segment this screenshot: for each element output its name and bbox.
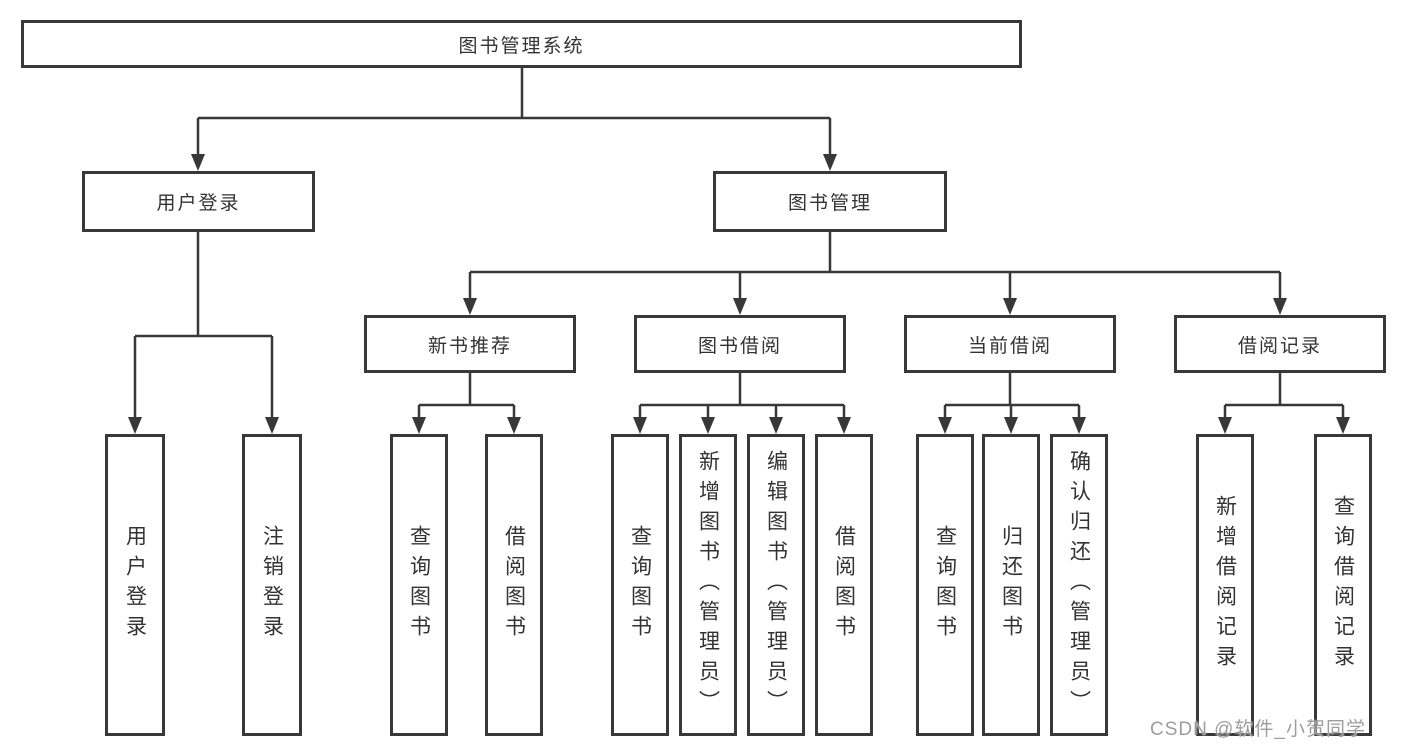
leaf-logout: 注销登录 bbox=[242, 434, 302, 736]
leaf-borrow-borrow-books-label: 借阅图书 bbox=[832, 525, 856, 645]
node-book-borrowing: 图书借阅 bbox=[634, 315, 846, 373]
leaf-user-login-label: 用户登录 bbox=[123, 525, 147, 645]
node-new-book-recommendation: 新书推荐 bbox=[364, 315, 576, 373]
leaf-recommend-borrow-books: 借阅图书 bbox=[485, 434, 543, 736]
node-current-borrowing-label: 当前借阅 bbox=[967, 335, 1052, 357]
node-root-label: 图书管理系统 bbox=[458, 35, 585, 57]
leaf-current-query-books-label: 查询图书 bbox=[933, 525, 957, 645]
node-root: 图书管理系统 bbox=[21, 20, 1022, 68]
leaf-records-add-record: 新增借阅记录 bbox=[1196, 434, 1254, 736]
leaf-current-confirm-return-admin-label: 确认归还（管理员） bbox=[1067, 450, 1091, 720]
leaf-borrow-add-books-admin-label: 新增图书（管理员） bbox=[696, 450, 720, 720]
node-borrowing-records: 借阅记录 bbox=[1174, 315, 1386, 373]
leaf-logout-label: 注销登录 bbox=[260, 525, 284, 645]
arrowheads bbox=[128, 154, 1350, 434]
leaf-records-add-record-label: 新增借阅记录 bbox=[1213, 495, 1237, 675]
leaf-user-login: 用户登录 bbox=[105, 434, 165, 736]
leaf-recommend-query-books-label: 查询图书 bbox=[407, 525, 431, 645]
leaf-borrow-query-books-label: 查询图书 bbox=[628, 525, 652, 645]
node-current-borrowing: 当前借阅 bbox=[904, 315, 1116, 373]
leaf-borrow-edit-books-admin: 编辑图书（管理员） bbox=[747, 434, 805, 736]
node-book-management: 图书管理 bbox=[713, 171, 947, 232]
node-new-book-recommendation-label: 新书推荐 bbox=[427, 335, 512, 357]
leaf-borrow-borrow-books: 借阅图书 bbox=[815, 434, 873, 736]
leaf-current-confirm-return-admin: 确认归还（管理员） bbox=[1050, 434, 1108, 736]
leaf-borrow-query-books: 查询图书 bbox=[611, 434, 669, 736]
leaf-records-query-record: 查询借阅记录 bbox=[1314, 434, 1372, 736]
watermark: CSDN @软件_小贺同学 bbox=[1150, 719, 1366, 740]
leaf-borrow-add-books-admin: 新增图书（管理员） bbox=[679, 434, 737, 736]
leaf-records-query-record-label: 查询借阅记录 bbox=[1331, 495, 1355, 675]
leaf-current-query-books: 查询图书 bbox=[916, 434, 974, 736]
leaf-current-return-books: 归还图书 bbox=[982, 434, 1040, 736]
node-book-borrowing-label: 图书借阅 bbox=[697, 335, 782, 357]
node-borrowing-records-label: 借阅记录 bbox=[1237, 335, 1322, 357]
node-user-login-branch: 用户登录 bbox=[82, 171, 315, 232]
node-book-management-label: 图书管理 bbox=[787, 193, 872, 214]
leaf-borrow-edit-books-admin-label: 编辑图书（管理员） bbox=[764, 450, 788, 720]
leaf-recommend-borrow-books-label: 借阅图书 bbox=[502, 525, 526, 645]
leaf-recommend-query-books: 查询图书 bbox=[390, 434, 448, 736]
leaf-current-return-books-label: 归还图书 bbox=[999, 525, 1023, 645]
node-user-login-branch-label: 用户登录 bbox=[156, 193, 241, 214]
